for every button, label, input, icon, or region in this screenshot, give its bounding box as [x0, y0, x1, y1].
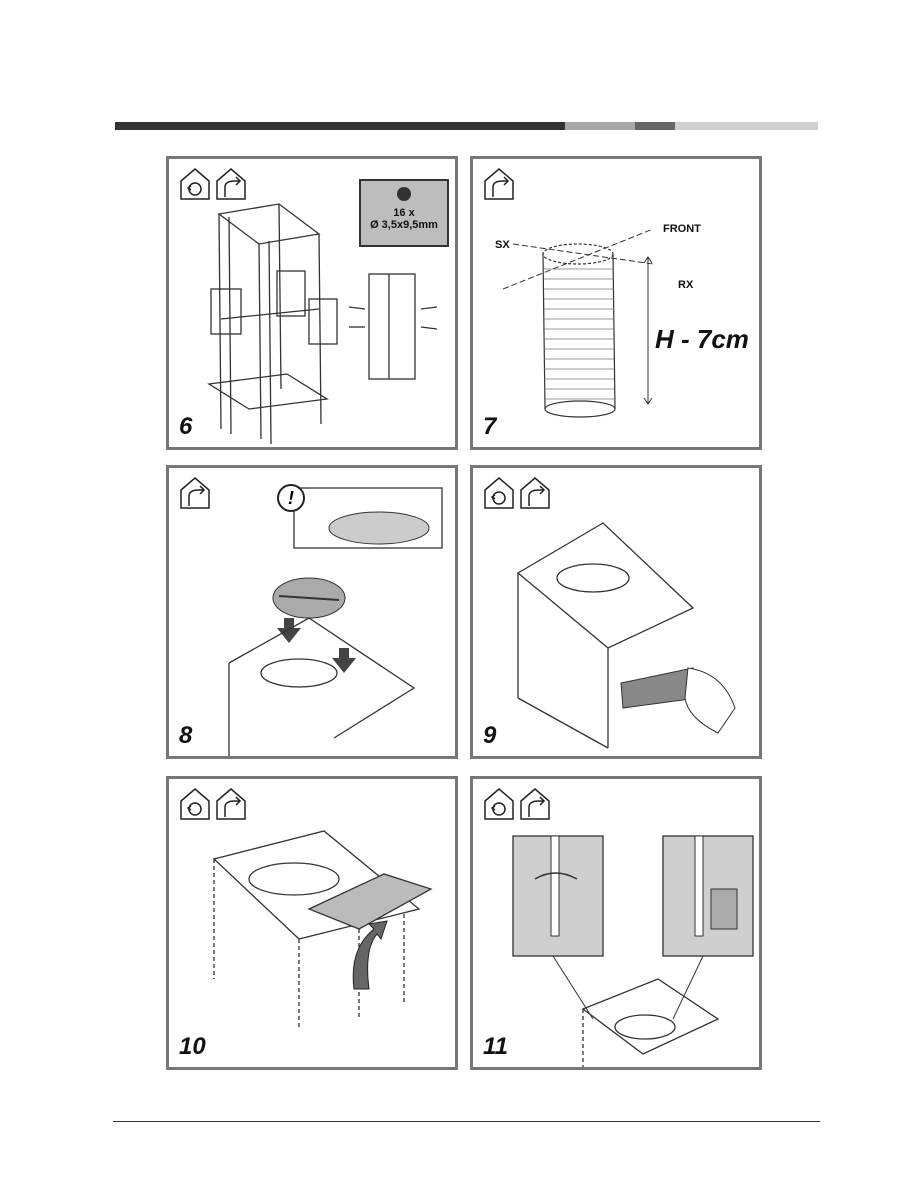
panel-step-11: 11 [470, 776, 762, 1070]
screw-qty: 16 x [361, 207, 447, 219]
ducted-icon [181, 478, 209, 508]
ducted-icon [217, 169, 245, 199]
wiring-illustration [473, 779, 762, 1070]
step-number: 8 [179, 722, 192, 750]
ducted-icon [217, 789, 245, 819]
remove-film-illustration [473, 468, 762, 759]
step-number: 10 [179, 1033, 206, 1061]
step-number: 7 [483, 413, 496, 441]
recirculation-icon [181, 789, 209, 819]
recirculation-icon [485, 789, 513, 819]
duct-ribs [544, 269, 614, 399]
ducted-icon [485, 169, 513, 199]
recirculation-icon [181, 169, 209, 199]
recirculation-icon [485, 478, 513, 508]
step-number: 11 [483, 1033, 508, 1061]
screw-size: Ø 3,5x9,5mm [361, 219, 447, 231]
warning-icon: ! [277, 484, 305, 512]
header-bar-segment-light [565, 122, 635, 130]
header-bar-segment-mid [635, 122, 675, 130]
panel-step-7: SX FRONT RX H - 7cm 7 [470, 156, 762, 450]
ducted-icon [521, 478, 549, 508]
screw-spec-note: 16 x Ø 3,5x9,5mm [359, 179, 449, 247]
screw-icon [397, 187, 411, 201]
panel-step-6: 16 x Ø 3,5x9,5mm 6 [166, 156, 458, 450]
header-bar-segment-pale [675, 122, 818, 130]
valve-install-illustration [169, 468, 458, 759]
label-rx: RX [678, 279, 693, 291]
panel-step-10: 10 [166, 776, 458, 1070]
label-front: FRONT [663, 223, 701, 235]
ducted-icon [521, 789, 549, 819]
label-height: H - 7cm [655, 324, 749, 355]
step-number: 6 [179, 413, 192, 441]
panel-step-9: 9 [470, 465, 762, 759]
label-sx: SX [495, 239, 510, 251]
footer-rule [113, 1121, 820, 1122]
duct-illustration [473, 159, 762, 450]
detail-inset-right [663, 836, 753, 956]
filter-attach-illustration [169, 779, 458, 1070]
step-number: 9 [483, 722, 496, 750]
header-bar-segment-dark [115, 122, 565, 130]
panel-step-8: ! 8 [166, 465, 458, 759]
